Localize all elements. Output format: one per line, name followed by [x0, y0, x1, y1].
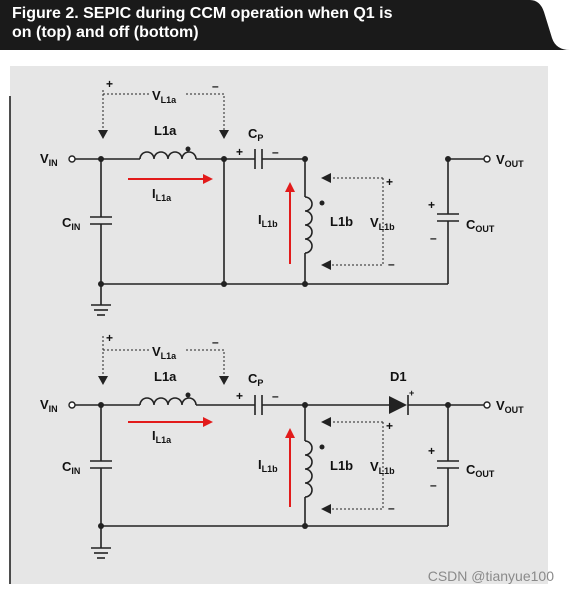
top-cout-plus: + — [428, 198, 435, 212]
bottom-vout-label: VOUT — [496, 398, 524, 415]
top-vout-terminal — [483, 155, 491, 163]
top-il1a-label: IL1a — [152, 186, 172, 203]
top-node-gnd-2 — [221, 281, 227, 287]
top-l1b-inductor — [304, 196, 313, 254]
bottom-node-vout — [445, 402, 451, 408]
top-vl1b-minus: – — [388, 257, 395, 271]
top-cin-label: CIN — [62, 215, 80, 232]
bottom-d1-diode-body — [389, 396, 407, 414]
bottom-d1-label: D1 — [390, 369, 407, 384]
bottom-cp-minus: – — [272, 389, 279, 403]
bottom-il1b-label: IL1b — [258, 457, 278, 474]
bottom-vl1b-label: VL1b — [370, 459, 395, 476]
bottom-il1a-arrowhead — [203, 417, 213, 427]
top-vin-label: VIN — [40, 151, 58, 168]
bottom-vl1a-right-arrow — [219, 376, 229, 385]
bottom-vl1a-plus: + — [106, 331, 113, 345]
top-vl1a-right-arrow — [219, 130, 229, 139]
bottom-l1a-polarity-dot — [185, 392, 191, 398]
bottom-il1a-label: IL1a — [152, 428, 172, 445]
header-tab-curve — [518, 0, 570, 50]
top-il1b-arrowhead — [285, 182, 295, 192]
bottom-vl1b-minus: – — [388, 501, 395, 515]
top-l1a-label: L1a — [154, 123, 177, 138]
bottom-vl1a-label: VL1a — [152, 344, 177, 361]
top-vin-terminal — [68, 155, 76, 163]
bottom-il1b-arrowhead — [285, 428, 295, 438]
top-l1b-label: L1b — [330, 214, 353, 229]
top-vout-label: VOUT — [496, 152, 524, 169]
figure-header: Figure 2. SEPIC during CCM operation whe… — [0, 0, 570, 50]
bottom-cout-plus: + — [428, 444, 435, 458]
bottom-cp-label: CP — [248, 371, 263, 388]
bottom-vl1a-minus: – — [212, 335, 219, 349]
top-il1a-arrowhead — [203, 174, 213, 184]
bottom-cout-label: COUT — [466, 462, 495, 479]
bottom-vin-label: VIN — [40, 397, 58, 414]
top-vl1a-plus: + — [106, 77, 113, 91]
top-cout-label: COUT — [466, 217, 495, 234]
top-cp-label: CP — [248, 126, 263, 143]
top-circuit: VIN L1a + – VL1a IL1a CP + – — [40, 77, 524, 316]
bottom-node-gnd-1 — [98, 523, 104, 529]
top-l1a-polarity-dot — [185, 146, 191, 152]
bottom-vl1b-arrow-bottom — [321, 504, 331, 514]
top-node-vout — [445, 156, 451, 162]
top-vl1b-dash-bottom — [326, 178, 384, 266]
diagram-panel — [10, 66, 548, 584]
bottom-l1b-inductor — [304, 440, 313, 498]
bottom-cp-plus: + — [236, 389, 243, 403]
bottom-l1a-label: L1a — [154, 369, 177, 384]
bottom-vl1a-right-dash — [186, 349, 225, 381]
bottom-vl1b-arrow-top — [321, 417, 331, 427]
top-vl1b-arrow-bottom — [321, 260, 331, 270]
top-cp-minus: – — [272, 145, 279, 159]
top-vl1b-label: VL1b — [370, 215, 395, 232]
bottom-l1b-label: L1b — [330, 458, 353, 473]
top-il1b-label: IL1b — [258, 212, 278, 229]
bottom-d1-polarity: + — [409, 388, 414, 398]
header-background — [0, 0, 570, 50]
bottom-circuit: VIN L1a + – VL1a IL1a CP + – D1 + — [40, 331, 524, 559]
figure-title: Figure 2. SEPIC during CCM operation whe… — [12, 5, 393, 41]
bottom-cin-label: CIN — [62, 459, 80, 476]
top-l1a-inductor — [139, 151, 197, 160]
bottom-vin-terminal — [68, 401, 76, 409]
bottom-vout-terminal — [483, 401, 491, 409]
top-vl1a-minus: – — [212, 79, 219, 93]
top-cp-plus: + — [236, 145, 243, 159]
top-cout-minus: – — [430, 231, 437, 245]
top-vl1a-right-dash — [186, 93, 225, 135]
bottom-l1b-polarity-dot — [319, 444, 325, 450]
top-vl1a-left-arrow — [98, 130, 108, 139]
bottom-vl1a-left-arrow — [98, 376, 108, 385]
top-vl1b-plus: + — [386, 175, 393, 189]
header-bar — [0, 0, 520, 50]
top-l1b-polarity-dot — [319, 200, 325, 206]
top-node-gnd-3 — [302, 281, 308, 287]
top-node-gnd-1 — [98, 281, 104, 287]
top-vl1b-arrow-top — [321, 173, 331, 183]
bottom-vl1b-dash-bottom — [326, 422, 384, 510]
watermark-text: CSDN @tianyue100 — [427, 568, 554, 584]
top-vl1a-label: VL1a — [152, 88, 177, 105]
bottom-cout-minus: – — [430, 478, 437, 492]
bottom-node-gnd-2 — [302, 523, 308, 529]
bottom-l1a-inductor — [139, 397, 197, 406]
bottom-vl1b-plus: + — [386, 419, 393, 433]
